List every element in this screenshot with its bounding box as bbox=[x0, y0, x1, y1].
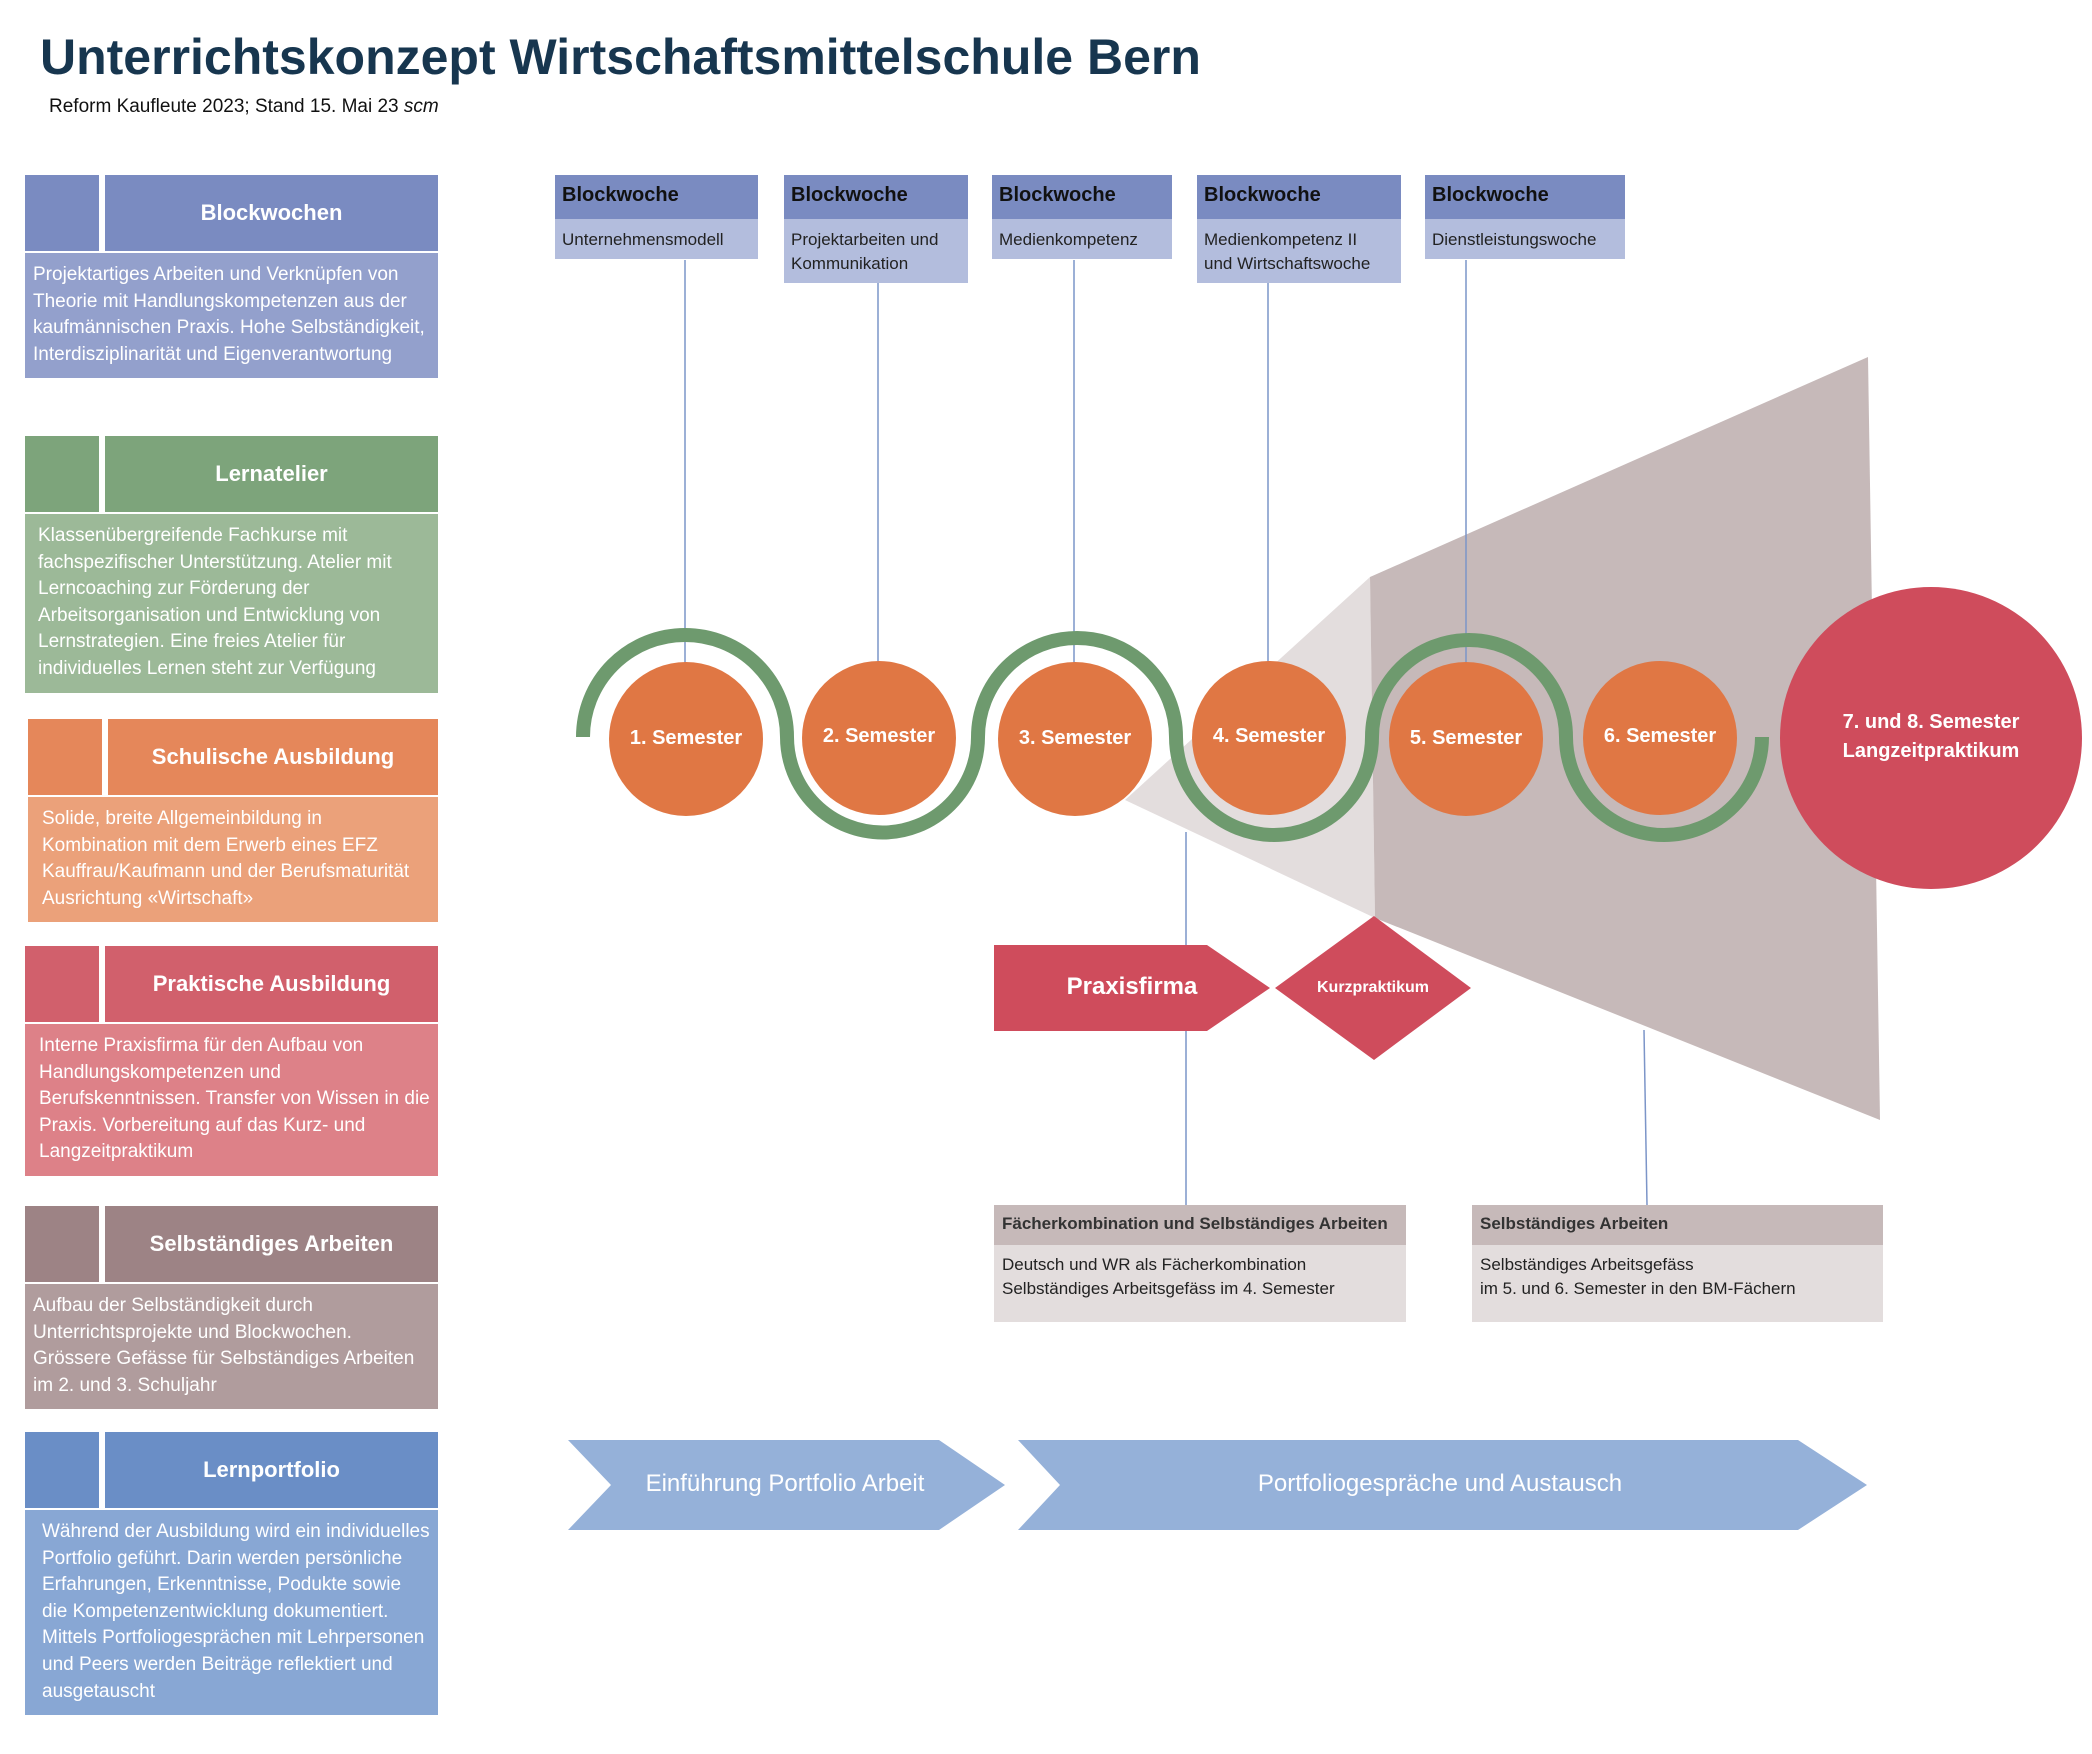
legend-title-schulische-ausbildung: Schulische Ausbildung bbox=[108, 719, 438, 795]
table-text-1b: Selbständiges Arbeitsgefäss im 4. Semest… bbox=[1002, 1279, 1335, 1298]
blockwoche-header-4 bbox=[1197, 175, 1401, 219]
portfolio-ongoing-label: Portfoliogespräche und Austausch bbox=[1257, 1470, 1623, 1497]
semester-label-3: 3. Semester bbox=[1018, 727, 1132, 749]
blockwoche-title-5: Blockwoche bbox=[1432, 184, 1549, 206]
legend-text-lernportfolio: Während der Ausbildung wird ein individu… bbox=[25, 1510, 438, 1716]
kurzpraktikum-label: Kurzpraktikum bbox=[1316, 979, 1430, 996]
legend-text-lernatelier: Klassenübergreifende Fachkurse mit fachs… bbox=[25, 514, 438, 693]
legend-title-lernportfolio: Lernportfolio bbox=[105, 1432, 438, 1508]
legend-card-lernatelier: Lernatelier Klassenübergreifende Fachkur… bbox=[25, 436, 438, 693]
blockwoche-text-2b: Kommunikation bbox=[791, 254, 909, 273]
semester-label-5: 5. Semester bbox=[1409, 727, 1523, 749]
semester-label-2: 2. Semester bbox=[822, 725, 936, 747]
blockwoche-header-2 bbox=[784, 175, 968, 219]
subtitle-text: Reform Kaufleute 2023; Stand 15. Mai 23 bbox=[49, 96, 399, 117]
table-title-1: Fächerkombination und Selbständiges Arbe… bbox=[1002, 1214, 1388, 1233]
blockwoche-text-2a: Projektarbeiten und bbox=[791, 230, 939, 249]
table-body-2 bbox=[1472, 1245, 1883, 1322]
legend-swatch-lernportfolio bbox=[25, 1432, 99, 1508]
blockwoche-text-4b: und Wirtschaftswoche bbox=[1204, 254, 1371, 273]
semester-label-6: 6. Semester bbox=[1603, 725, 1717, 747]
table-header-2 bbox=[1472, 1205, 1883, 1245]
semester-circle-4 bbox=[1192, 661, 1346, 815]
legend-text-blockwochen: Projektartiges Arbeiten und Verknüpfen v… bbox=[25, 253, 438, 379]
blockwoche-text-3: Medienkompetenz bbox=[999, 230, 1138, 249]
legend-swatch-praktische-ausbildung bbox=[25, 946, 99, 1022]
legend-title-praktische-ausbildung: Praktische Ausbildung bbox=[105, 946, 438, 1022]
table-text-2b: im 5. und 6. Semester in den BM-Fächern bbox=[1480, 1279, 1796, 1298]
blockwoche-text-5: Dienstleistungswoche bbox=[1432, 230, 1597, 249]
portfolio-intro-label: Einführung Portfolio Arbeit bbox=[645, 1470, 925, 1497]
portfolio-intro-arrow bbox=[568, 1440, 1005, 1530]
blockwoche-title-4: Blockwoche bbox=[1204, 184, 1321, 206]
final-label-line1: 7. und 8. Semester bbox=[1842, 711, 2020, 733]
legend-card-selbstaendiges-arbeiten: Selbständiges Arbeiten Aufbau der Selbst… bbox=[25, 1206, 438, 1410]
connector-line bbox=[1643, 1029, 1648, 1206]
portfolio-ongoing-arrow bbox=[1018, 1440, 1867, 1530]
semester-wave bbox=[576, 628, 1769, 842]
blockwoche-body-2 bbox=[784, 219, 968, 283]
semester-circle-5 bbox=[1389, 662, 1543, 816]
table-text-1a: Deutsch und WR als Fächerkombination bbox=[1002, 1255, 1307, 1274]
subtitle-author: scm bbox=[403, 96, 439, 117]
blockwoche-text-4a: Medienkompetenz II bbox=[1204, 230, 1358, 249]
semester-circle-2 bbox=[802, 661, 956, 815]
blockwoche-body-5 bbox=[1425, 219, 1625, 259]
legend-text-praktische-ausbildung: Interne Praxisfirma für den Aufbau von H… bbox=[25, 1024, 438, 1176]
legend-title-lernatelier: Lernatelier bbox=[105, 436, 438, 512]
legend-text-selbstaendiges-arbeiten: Aufbau der Selbständigkeit durch Unterri… bbox=[25, 1284, 438, 1410]
praxisfirma-shape bbox=[994, 945, 1270, 1031]
blockwoche-body-3 bbox=[992, 219, 1172, 259]
connector-lines bbox=[684, 260, 1648, 1206]
langzeitpraktikum-circle bbox=[1780, 587, 2082, 889]
legend-card-schulische-ausbildung: Schulische Ausbildung Solide, breite All… bbox=[28, 719, 438, 923]
table-text-2a: Selbständiges Arbeitsgefäss bbox=[1480, 1255, 1694, 1274]
legend-swatch-selbstaendiges-arbeiten bbox=[25, 1206, 99, 1282]
blockwoche-body-1 bbox=[555, 219, 758, 259]
blockwoche-header-1 bbox=[555, 175, 758, 219]
semester-circle-3 bbox=[998, 662, 1152, 816]
legend-text-schulische-ausbildung: Solide, breite Allgemeinbildung in Kombi… bbox=[28, 797, 438, 923]
legend-card-blockwochen: Blockwochen Projektartiges Arbeiten und … bbox=[25, 175, 438, 379]
semester-circle-1 bbox=[609, 662, 763, 816]
legend-title-blockwochen: Blockwochen bbox=[105, 175, 438, 251]
semester-label-1: 1. Semester bbox=[629, 727, 743, 749]
legend-card-lernportfolio: Lernportfolio Während der Ausbildung wir… bbox=[25, 1432, 438, 1716]
page-subtitle: Reform Kaufleute 2023; Stand 15. Mai 23 … bbox=[49, 96, 439, 118]
praxisfirma-label: Praxisfirma bbox=[1066, 973, 1198, 1000]
blockwoche-boxes bbox=[555, 175, 1625, 283]
page-title: Unterrichtskonzept Wirtschaftsmittelschu… bbox=[40, 29, 1201, 85]
legend-swatch-schulische-ausbildung bbox=[28, 719, 102, 795]
blockwoche-title-3: Blockwoche bbox=[999, 184, 1116, 206]
table-title-2: Selbständiges Arbeiten bbox=[1480, 1214, 1669, 1233]
legend-card-praktische-ausbildung: Praktische Ausbildung Interne Praxisfirm… bbox=[25, 946, 438, 1176]
semester-label-4: 4. Semester bbox=[1212, 725, 1326, 747]
blockwoche-title-2: Blockwoche bbox=[791, 184, 908, 206]
legend-swatch-lernatelier bbox=[25, 436, 99, 512]
legend-swatch-blockwochen bbox=[25, 175, 99, 251]
final-label-line2: Langzeitpraktikum bbox=[1842, 740, 2020, 762]
legend-title-selbstaendiges-arbeiten: Selbständiges Arbeiten bbox=[105, 1206, 438, 1282]
blockwoche-body-4 bbox=[1197, 219, 1401, 283]
blockwoche-header-3 bbox=[992, 175, 1172, 219]
table-body-1 bbox=[994, 1245, 1406, 1322]
table-header-1 bbox=[994, 1205, 1406, 1245]
blockwoche-header-5 bbox=[1425, 175, 1625, 219]
kurzpraktikum-diamond bbox=[1275, 916, 1471, 1060]
blockwoche-text-1: Unternehmensmodell bbox=[562, 230, 724, 249]
blockwoche-title-1: Blockwoche bbox=[562, 184, 679, 206]
semester-circle-6 bbox=[1583, 661, 1737, 815]
